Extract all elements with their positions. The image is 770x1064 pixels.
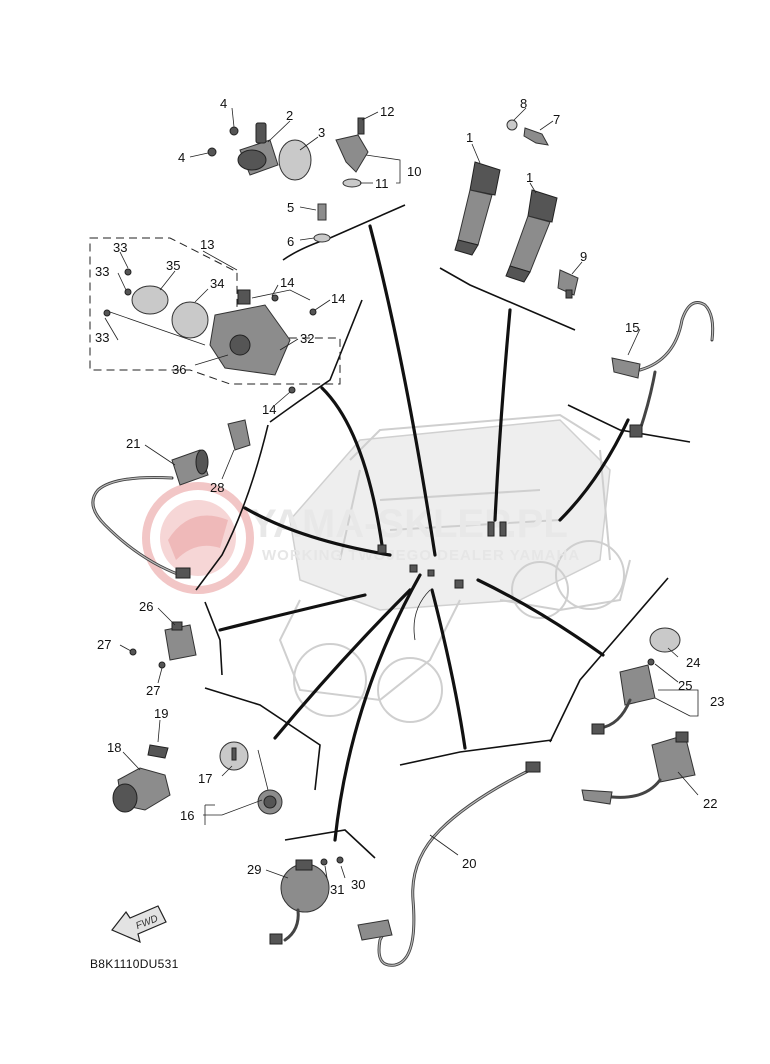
callout-20: 20 [462,856,476,871]
callout-26: 26 [139,599,153,614]
callout-12: 12 [380,104,394,119]
callout-6: 6 [287,234,294,249]
callout-17: 17 [198,771,212,786]
callout-30: 30 [351,877,365,892]
callout-34: 34 [210,276,224,291]
vehicle-mount-points [377,521,507,641]
callout-16: 16 [180,808,194,823]
part-oxygen-sensor-15 [611,301,715,438]
part-speed-sensor-20 [357,761,541,967]
diagram-code: B8K1110DU531 [90,957,179,971]
callout-5: 5 [287,200,294,215]
callout-23: 23 [710,694,724,709]
callout-36: 36 [172,362,186,377]
part-sensor-23 [591,627,681,735]
callout-4b: 4 [178,150,185,165]
part-sensor-5 [313,203,331,243]
callout-11: 11 [375,176,389,191]
callout-28: 28 [210,480,224,495]
part-main-switch-16 [219,741,283,815]
callout-3: 3 [318,125,325,140]
callout-15: 15 [625,320,639,335]
part-sensor-10 [335,117,369,188]
part-sensor-9 [557,269,579,299]
leader-lines [104,107,699,879]
part-relay-28 [227,419,251,451]
callout-10: 10 [407,164,421,179]
callout-2: 2 [286,108,293,123]
part-sensor-22 [581,731,696,805]
callout-33c: 33 [95,330,109,345]
watermark: YAMA-SKLEP.PL WORKING TWOJEGO DEALER YAM… [142,482,580,594]
part-throttle-assembly-13 [103,268,317,394]
callout-8: 8 [520,96,527,111]
callout-24: 24 [686,655,700,670]
callout-33b: 33 [95,264,109,279]
pointer-lines [218,224,630,842]
part-ignition-coil-1b [505,189,558,283]
part-sensor-21 [91,449,209,579]
part-ignition-coil-1a [454,161,501,256]
callout-29: 29 [247,862,261,877]
part-switch-18 [112,744,171,813]
callout-33a: 33 [113,240,127,255]
callout-27a: 27 [97,637,111,652]
callout-21: 21 [126,436,140,451]
watermark-tagline: WORKING TWOJEGO DEALER YAMAHA [262,547,580,564]
callout-27b: 27 [146,683,160,698]
callout-35: 35 [166,258,180,273]
callout-7: 7 [553,112,560,127]
callout-31: 31 [330,882,344,897]
forward-direction-arrow: FWD [111,905,167,944]
part-sensor-29 [269,856,344,945]
part-sensor-7 [506,119,549,146]
vehicle-silhouette [278,413,631,723]
callout-19: 19 [154,706,168,721]
callout-18: 18 [107,740,121,755]
part-sensor-assembly-2 [207,122,312,181]
callout-1a: 1 [466,130,473,145]
watermark-brand: YAMA-SKLEP.PL [250,502,568,546]
callout-9: 9 [580,249,587,264]
callout-1b: 1 [526,170,533,185]
callout-4a: 4 [220,96,227,111]
callout-13: 13 [200,237,214,252]
callout-14b: 14 [331,291,345,306]
callout-labels: 1 1 2 3 4 4 5 6 7 8 9 10 11 12 13 14 14 … [95,96,724,897]
callout-32: 32 [300,331,314,346]
callout-14a: 14 [280,275,294,290]
callout-22: 22 [703,796,717,811]
callout-25: 25 [678,678,692,693]
callout-14c: 14 [262,402,276,417]
part-sensor-26 [129,621,197,669]
